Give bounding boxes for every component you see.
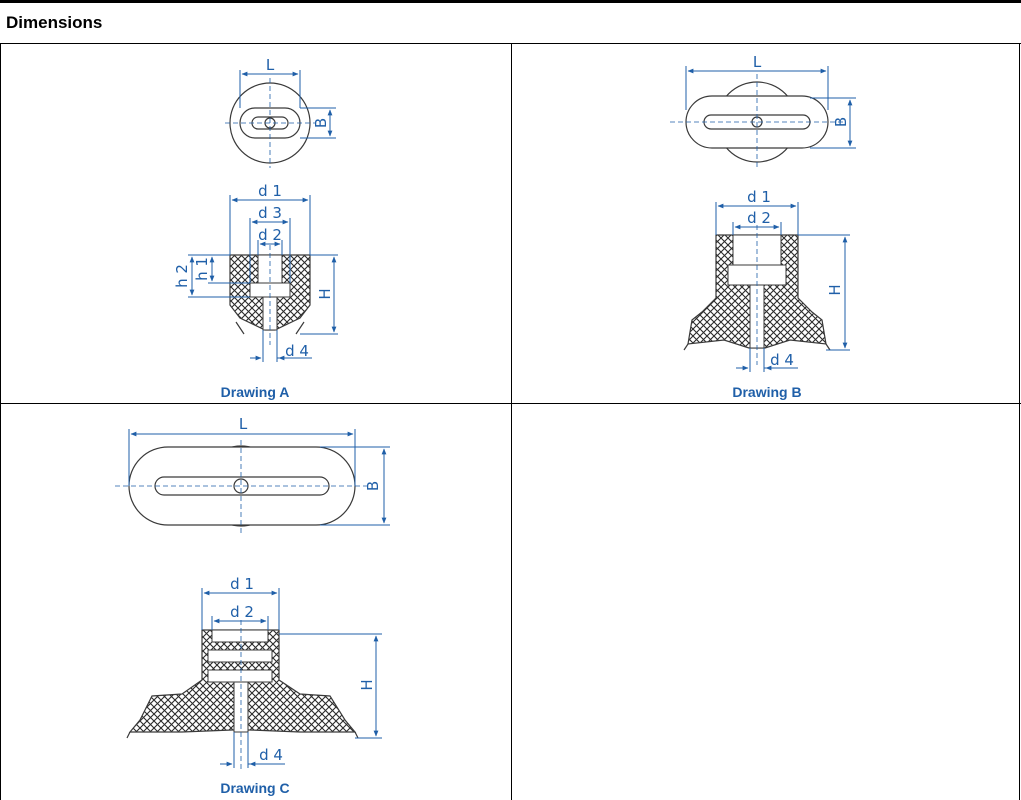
drawing-b-dimensions-section [715, 202, 850, 372]
drawing-b-label-B: B [832, 117, 850, 127]
drawing-a-dimensions-top [239, 70, 336, 139]
drawing-c-label-d2: d 2 [230, 603, 254, 621]
table-center-divider [511, 43, 512, 800]
drawing-c-top-view [115, 440, 370, 535]
drawing-a: L B [173, 56, 338, 362]
table-top-border [0, 43, 1021, 44]
drawing-c-label-d1: d 1 [230, 575, 254, 593]
top-rule [0, 0, 1021, 3]
drawing-a-dimensions-section [188, 195, 338, 362]
drawing-a-label-B: B [312, 118, 330, 128]
drawing-c-label-L: L [239, 415, 248, 433]
drawing-a-label-d3: d 3 [258, 204, 282, 222]
drawing-a-top-view [225, 78, 315, 168]
drawing-b-top-view [670, 74, 845, 170]
drawing-a-label-d1: d 1 [258, 182, 282, 200]
drawing-a-label-d4: d 4 [285, 342, 309, 360]
drawing-b-label-d4: d 4 [770, 351, 794, 369]
drawing-a-label-L: L [266, 56, 275, 74]
caption-drawing-a: Drawing A [220, 384, 290, 400]
drawing-b-section-view [683, 225, 831, 365]
table-left-border [0, 43, 1, 800]
drawing-b-label-d2: d 2 [747, 209, 771, 227]
drawing-c-dimensions-section [201, 588, 382, 768]
drawing-b-label-d1: d 1 [747, 188, 771, 206]
drawing-c-label-d4: d 4 [259, 746, 283, 764]
drawing-a-label-h1: h 1 [193, 257, 211, 281]
drawing-b-label-H: H [826, 284, 844, 295]
drawing-c-section-view [126, 620, 359, 770]
caption-drawing-c: Drawing C [220, 780, 290, 796]
table-middle-border [0, 403, 1021, 404]
drawing-a-label-d2: d 2 [258, 226, 282, 244]
table-right-border [1019, 43, 1020, 800]
drawing-b: L B d 1 d 2 H d 4 [670, 53, 856, 372]
drawing-c-dimensions-top [128, 429, 390, 526]
drawing-c-label-B: B [364, 481, 382, 491]
drawing-a-label-H: H [316, 288, 334, 299]
drawing-c-label-H: H [358, 679, 376, 690]
caption-drawing-b: Drawing B [732, 384, 802, 400]
drawing-a-section-view [229, 245, 311, 345]
drawing-a-label-h2: h 2 [173, 264, 191, 288]
drawing-b-dimensions-top [685, 66, 856, 149]
section-heading: Dimensions [6, 13, 103, 32]
drawing-b-label-L: L [753, 53, 762, 71]
drawing-c: L B d 1 d 2 H [115, 415, 390, 770]
